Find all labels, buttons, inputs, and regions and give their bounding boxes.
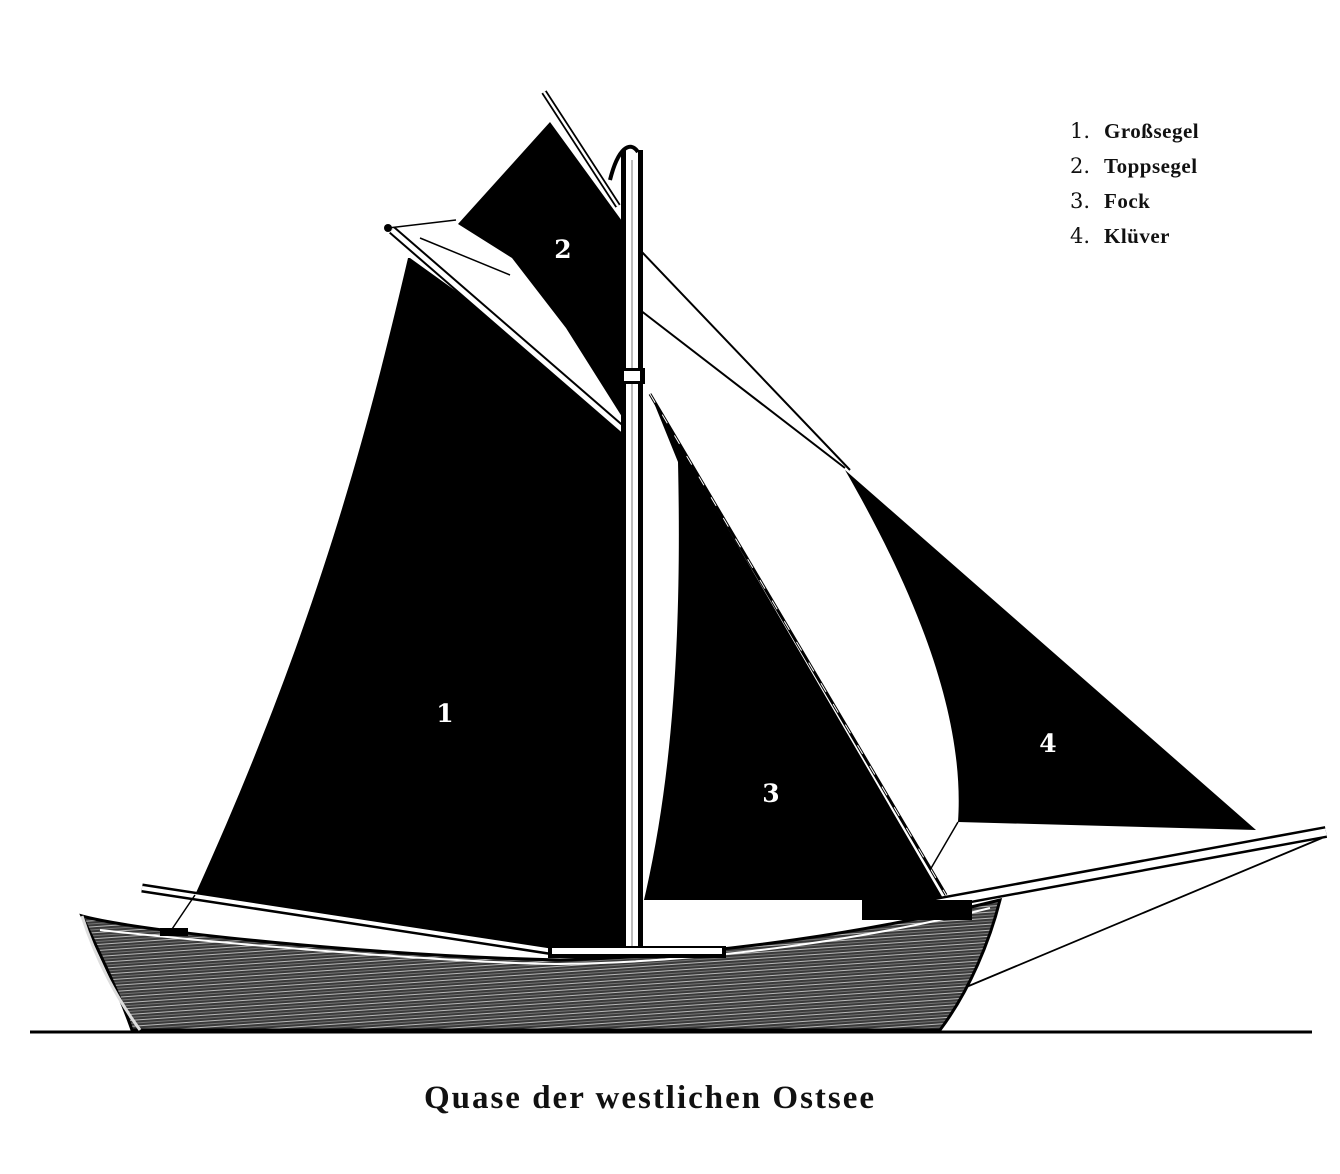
legend-number: 1.: [1070, 119, 1091, 143]
hull-sheer: [99, 907, 991, 966]
topsail-yard-highlight: [542, 91, 620, 207]
bobstay: [951, 837, 1323, 994]
legend-label: Fock: [1104, 189, 1151, 213]
legend-number: 4.: [1070, 224, 1091, 248]
topsail-sheet: [419, 237, 511, 276]
gaff-spar-highlight: [390, 228, 634, 440]
jib-stay: [639, 309, 846, 469]
staysail-number: 3: [762, 779, 779, 808]
bowsprit-highlight: [889, 828, 1327, 916]
staysail-stay-highlight: [649, 393, 947, 896]
legend-item: 2. Toppsegel: [1070, 149, 1199, 184]
legend-number: 2.: [1070, 154, 1091, 178]
jib-tack-line: [929, 821, 959, 871]
foredeck-gear: [862, 900, 972, 920]
topsail: [458, 122, 630, 420]
diagram-title: Quase der westlichen Ostsee: [423, 1080, 877, 1116]
topsail-seam: [511, 320, 561, 332]
hull-stern-plank: [80, 915, 142, 1031]
legend-item: 3. Fock: [1070, 184, 1199, 219]
mast-partners-highlight: [552, 948, 722, 954]
legend-number: 3.: [1070, 189, 1091, 213]
boom-highlight: [141, 886, 561, 954]
topsail-number: 2: [554, 235, 571, 264]
gaff-halyard: [387, 219, 457, 229]
jib-number: 4: [1039, 729, 1056, 758]
legend-label: Großsegel: [1104, 119, 1200, 143]
mainsail-number: 1: [436, 699, 453, 728]
staysail: [644, 398, 944, 900]
mast-band-inner: [624, 371, 640, 381]
hull: [79, 897, 1003, 1032]
legend-item: 4. Klüver: [1070, 219, 1199, 254]
legend-label: Klüver: [1104, 224, 1170, 248]
gaff-peak: [384, 224, 392, 232]
legend-item: 1. Großsegel: [1070, 114, 1199, 149]
stern-cleat: [160, 928, 188, 936]
forestay: [639, 249, 851, 471]
sail-legend: 1. Großsegel 2. Toppsegel 3. Fock 4. Klüver: [1070, 114, 1199, 254]
legend-label: Toppsegel: [1104, 154, 1198, 178]
jib: [845, 470, 1256, 830]
mast-head-iron: [608, 144, 640, 181]
mainsail: [195, 258, 626, 948]
